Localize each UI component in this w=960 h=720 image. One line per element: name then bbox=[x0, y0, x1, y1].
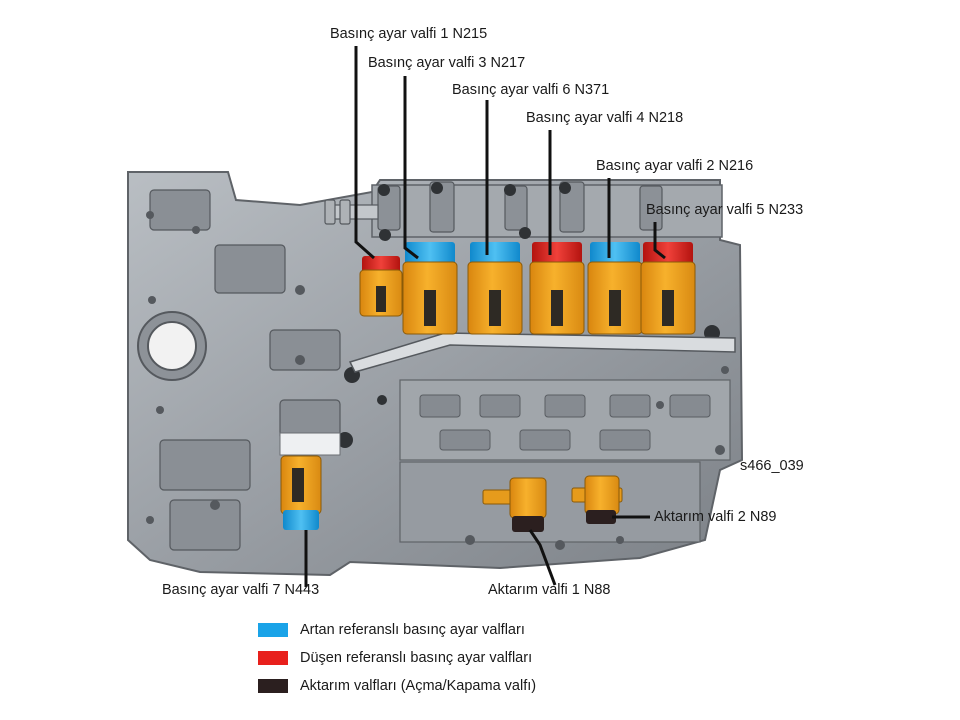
label-n89: Aktarım valfi 2 N89 bbox=[654, 509, 777, 525]
label-n217: Basınç ayar valfi 3 N217 bbox=[368, 55, 526, 71]
label-n218: Basınç ayar valfi 4 N218 bbox=[526, 110, 684, 126]
valve-body-housing bbox=[127, 171, 744, 577]
label-n88: Aktarım valfi 1 N88 bbox=[488, 582, 611, 598]
legend-text: Düşen referanslı basınç ayar valfları bbox=[300, 650, 533, 666]
solenoid-n218 bbox=[529, 242, 585, 335]
label-n215: Basınç ayar valfi 1 N215 bbox=[330, 26, 488, 42]
legend-text: Aktarım valfları (Açma/Kapama valfı) bbox=[300, 678, 537, 694]
label-n233: Basınç ayar valfi 5 N233 bbox=[646, 202, 804, 218]
legend-swatch-black bbox=[258, 679, 288, 693]
solenoid-n215 bbox=[359, 256, 403, 317]
legend-swatch-red bbox=[258, 651, 288, 665]
solenoid-n217 bbox=[402, 242, 458, 335]
solenoid-n216 bbox=[587, 242, 643, 335]
label-n443: Basınç ayar valfi 7 N443 bbox=[162, 582, 320, 598]
solenoid-n443 bbox=[280, 455, 322, 530]
label-n371: Basınç ayar valfi 6 N371 bbox=[452, 82, 610, 98]
legend-text: Artan referanslı basınç ayar valfları bbox=[300, 622, 525, 638]
solenoid-n371 bbox=[467, 242, 523, 335]
figure-code: s466_039 bbox=[740, 458, 804, 474]
solenoid-n88 bbox=[482, 477, 547, 532]
solenoid-n89 bbox=[571, 475, 623, 524]
legend-swatch-blue bbox=[258, 623, 288, 637]
label-n216: Basınç ayar valfi 2 N216 bbox=[596, 158, 754, 174]
leader-lines bbox=[304, 46, 666, 587]
solenoid-n233 bbox=[640, 242, 696, 335]
